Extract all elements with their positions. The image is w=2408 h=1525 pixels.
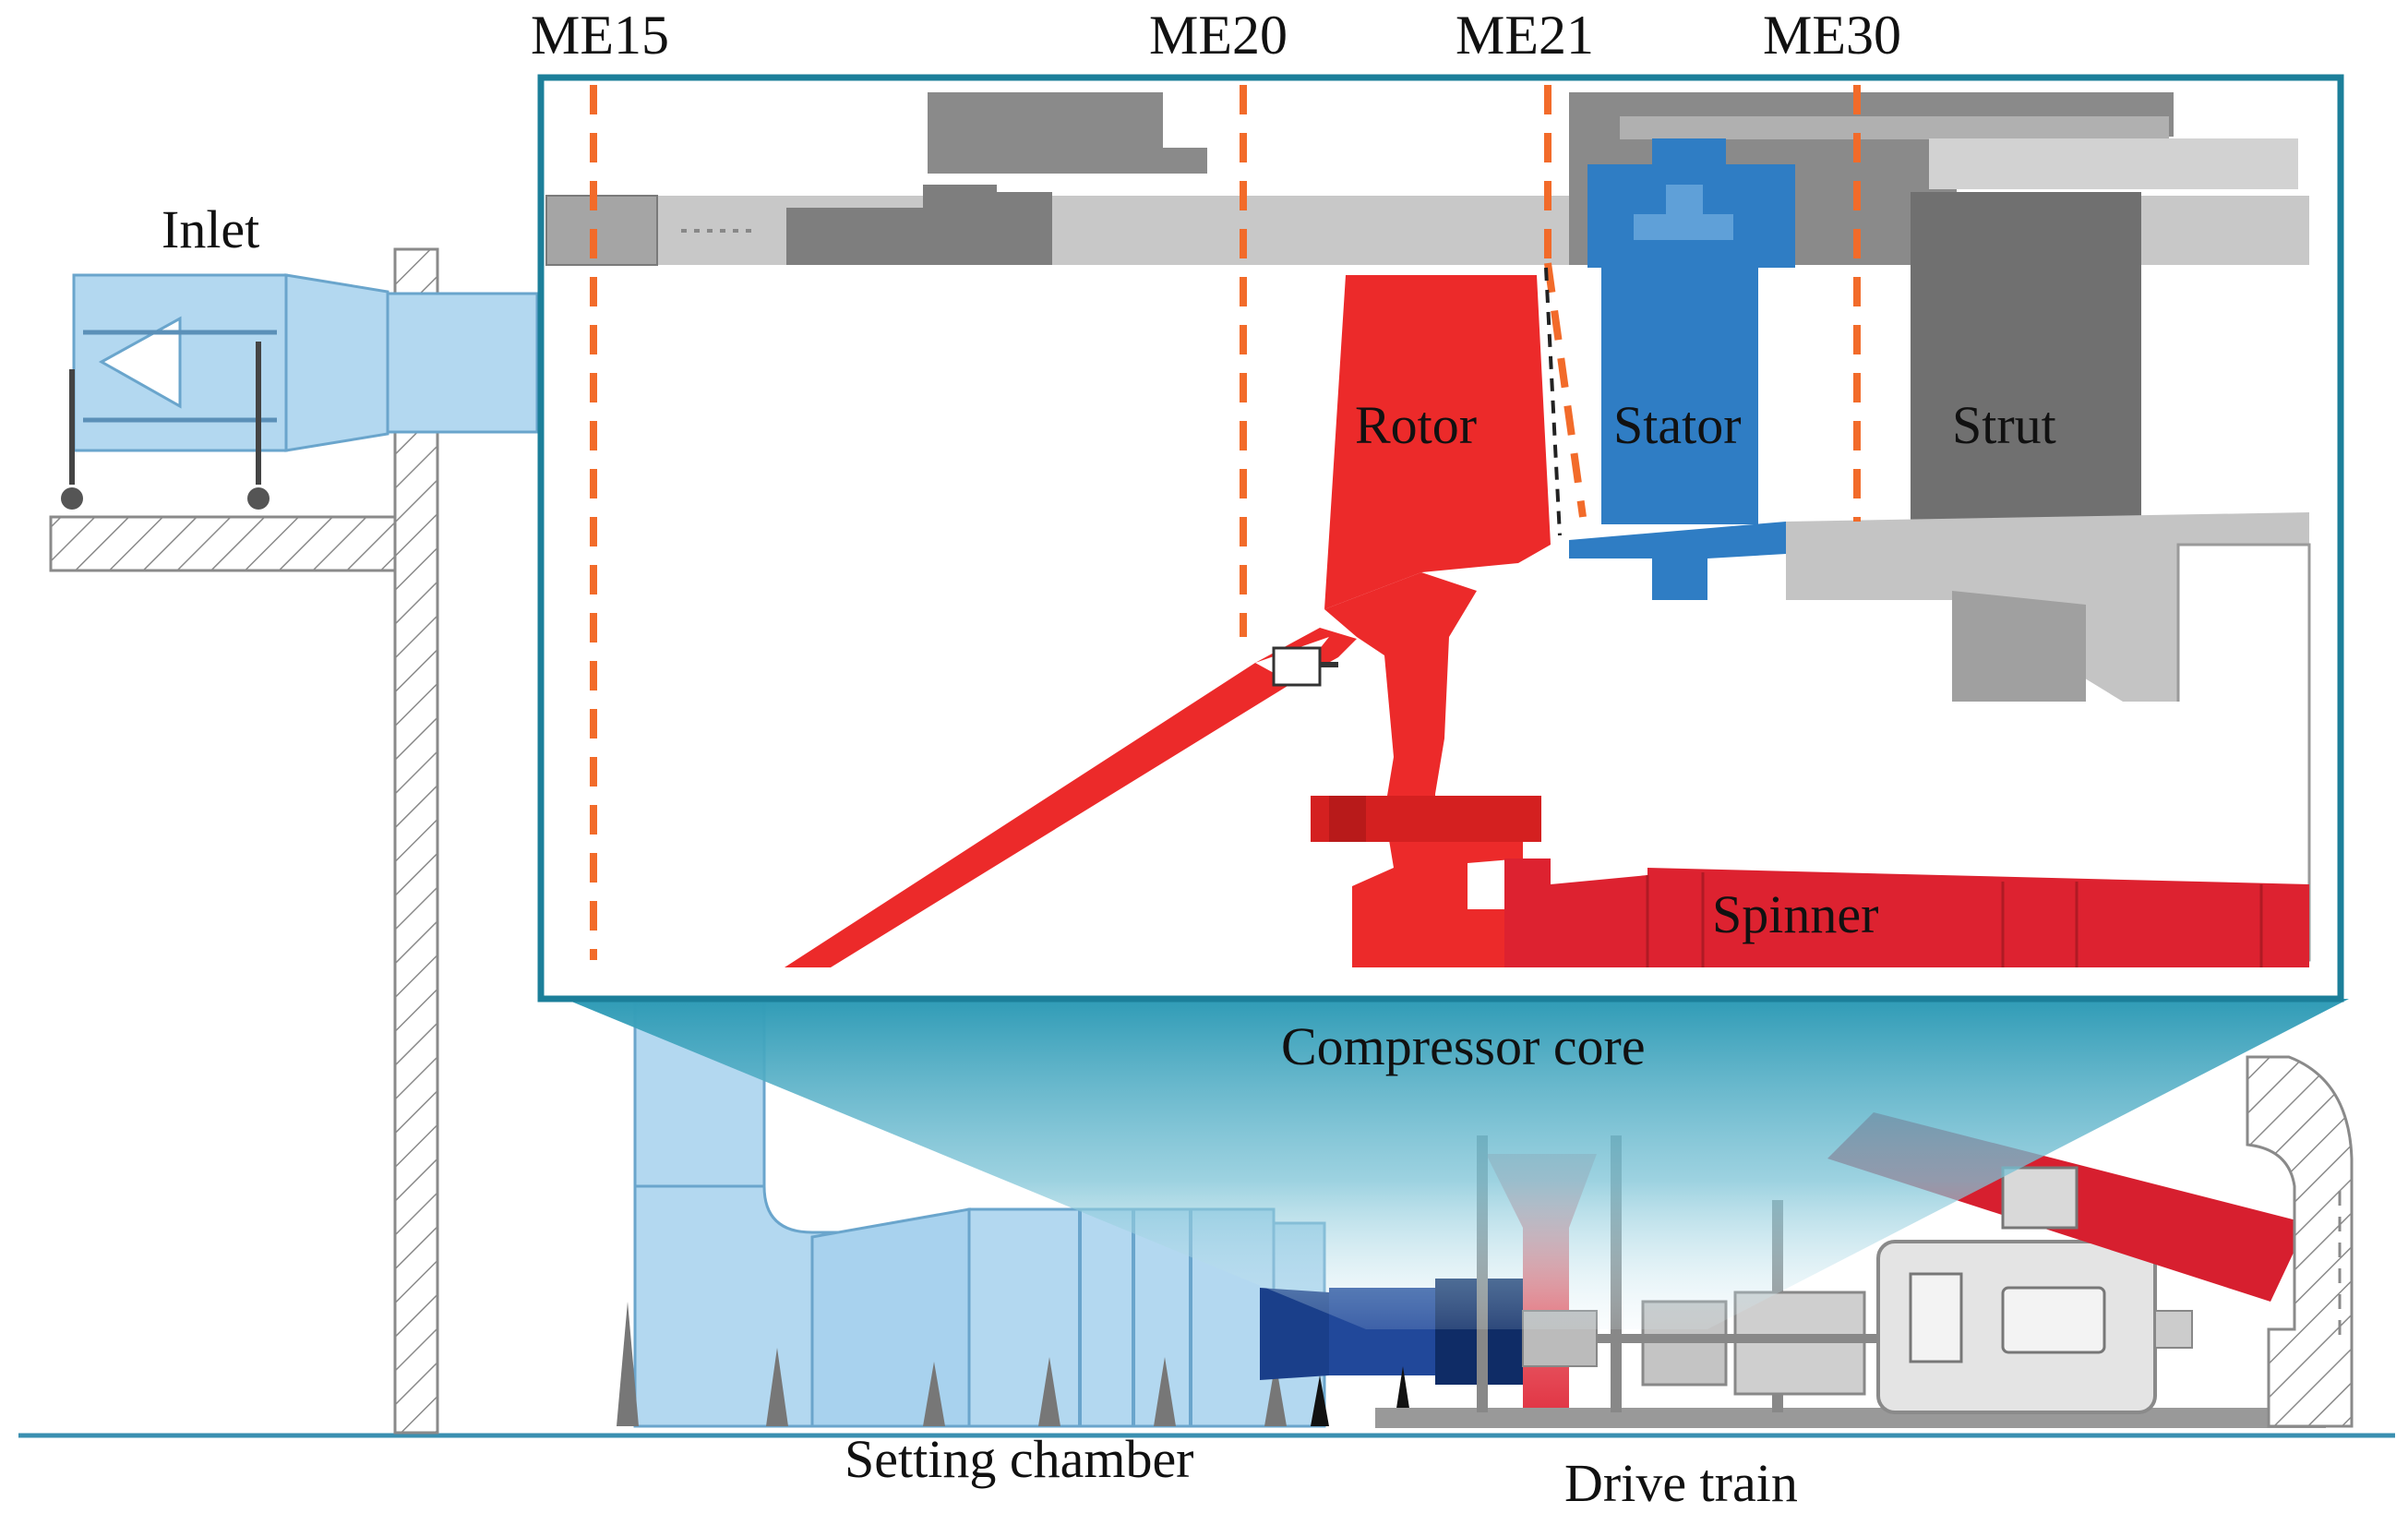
label-compressor-core: Compressor core	[1281, 1016, 1646, 1076]
rotor-disk	[1324, 572, 1523, 967]
stator	[1569, 138, 1795, 600]
label-drive-train: Drive train	[1564, 1453, 1798, 1513]
label-strut: Strut	[1952, 395, 2056, 455]
label-me30: ME30	[1763, 5, 1901, 66]
rotor-blade	[1324, 275, 1551, 609]
inlet-duct	[61, 273, 539, 510]
label-me15: ME15	[531, 5, 669, 66]
spinner	[1504, 859, 2309, 967]
strut	[1911, 192, 2141, 524]
me21-incline	[1544, 262, 1587, 518]
label-setting-chamber: Setting chamber	[845, 1429, 1194, 1489]
rotor-assembly	[785, 275, 1551, 967]
label-me20: ME20	[1149, 5, 1288, 66]
measurement-planes	[590, 85, 1861, 960]
label-rotor: Rotor	[1355, 395, 1478, 455]
projection-cone	[565, 999, 2349, 1329]
spinner-cone	[785, 628, 1357, 967]
inlet-platform	[49, 515, 397, 572]
right-wall	[2246, 1055, 2354, 1428]
casing-dark-block	[786, 185, 1052, 265]
left-wall	[393, 247, 439, 1435]
label-me21: ME21	[1456, 5, 1594, 66]
compressor-inset	[537, 74, 2344, 1003]
label-spinner: Spinner	[1712, 884, 1879, 944]
label-inlet: Inlet	[162, 199, 260, 259]
label-stator: Stator	[1613, 395, 1742, 455]
